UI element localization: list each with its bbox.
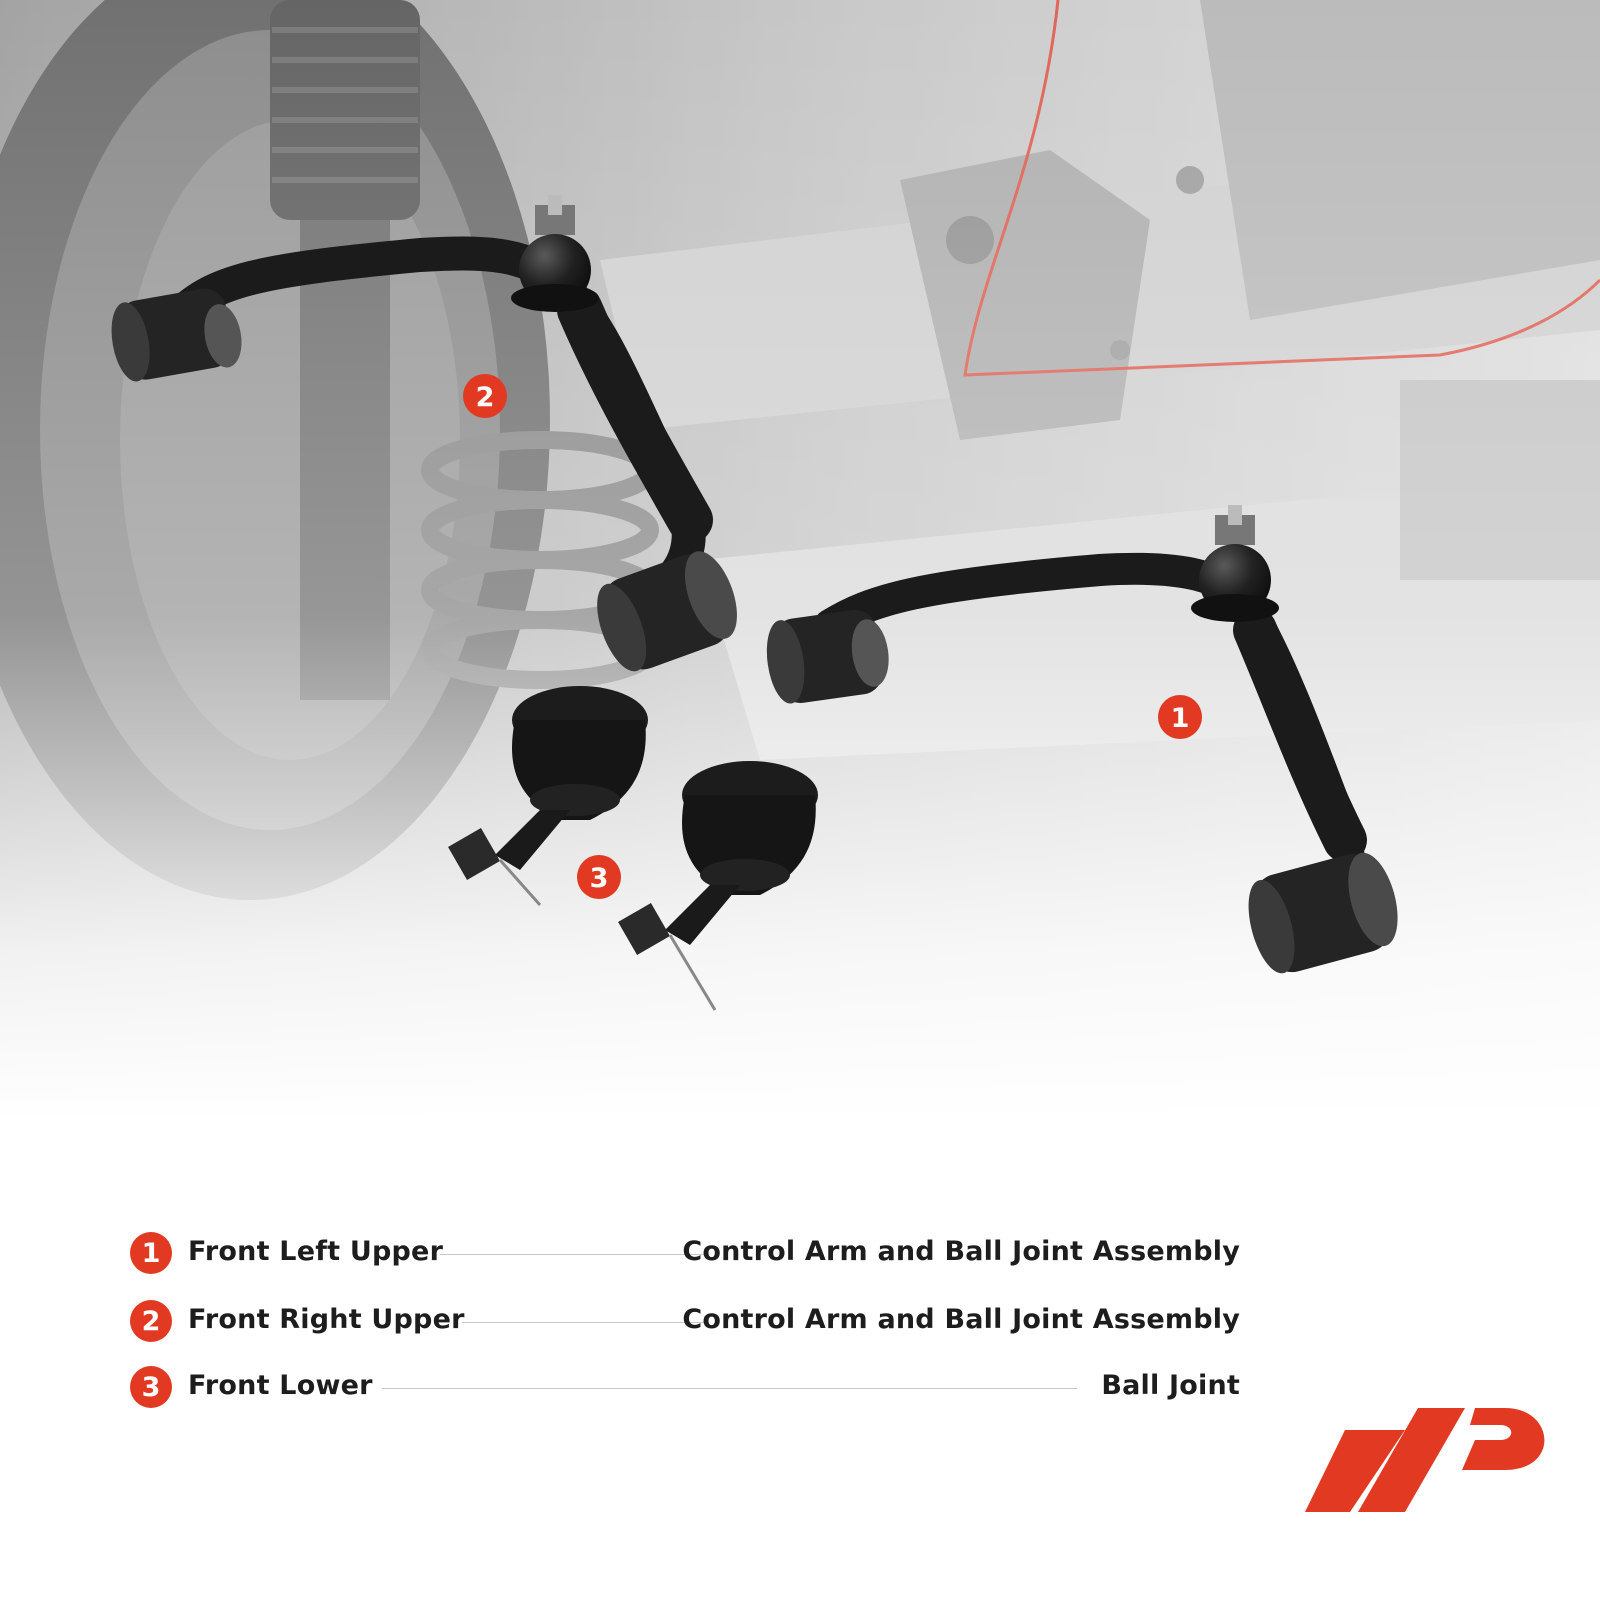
- legend-number-badge: 1: [130, 1232, 172, 1274]
- legend-part: Control Arm and Ball Joint Assembly: [682, 1304, 1240, 1335]
- legend-divider: [462, 1322, 707, 1323]
- control-arm-front-left-upper: [766, 505, 1398, 974]
- ap-logo: [1305, 1408, 1545, 1512]
- legend-position: Front Lower: [188, 1370, 373, 1401]
- ball-joint-front-lower-a: [448, 686, 648, 906]
- legend-number-badge: 3: [130, 1366, 172, 1408]
- legend-row-2: 2 Front Right Upper Control Arm and Ball…: [130, 1298, 1240, 1344]
- svg-text:1: 1: [1171, 703, 1190, 734]
- legend-divider: [382, 1388, 1077, 1389]
- legend-row-3: 3 Front Lower Ball Joint: [130, 1364, 1240, 1410]
- callout-1: 1: [1158, 695, 1202, 739]
- legend-position: Front Left Upper: [188, 1236, 444, 1267]
- legend-part: Ball Joint: [1101, 1370, 1240, 1401]
- legend-divider: [440, 1254, 708, 1255]
- legend-position: Front Right Upper: [188, 1304, 465, 1335]
- callout-2: 2: [463, 374, 507, 418]
- control-arm-front-right-upper: [111, 195, 737, 672]
- legend-row-1: 1 Front Left Upper Control Arm and Ball …: [130, 1230, 1240, 1276]
- svg-text:3: 3: [590, 863, 609, 894]
- legend-number-badge: 2: [130, 1300, 172, 1342]
- svg-text:2: 2: [476, 382, 495, 413]
- ball-joint-front-lower-b: [618, 761, 818, 1011]
- callout-3: 3: [577, 855, 621, 899]
- legend-part: Control Arm and Ball Joint Assembly: [682, 1236, 1240, 1267]
